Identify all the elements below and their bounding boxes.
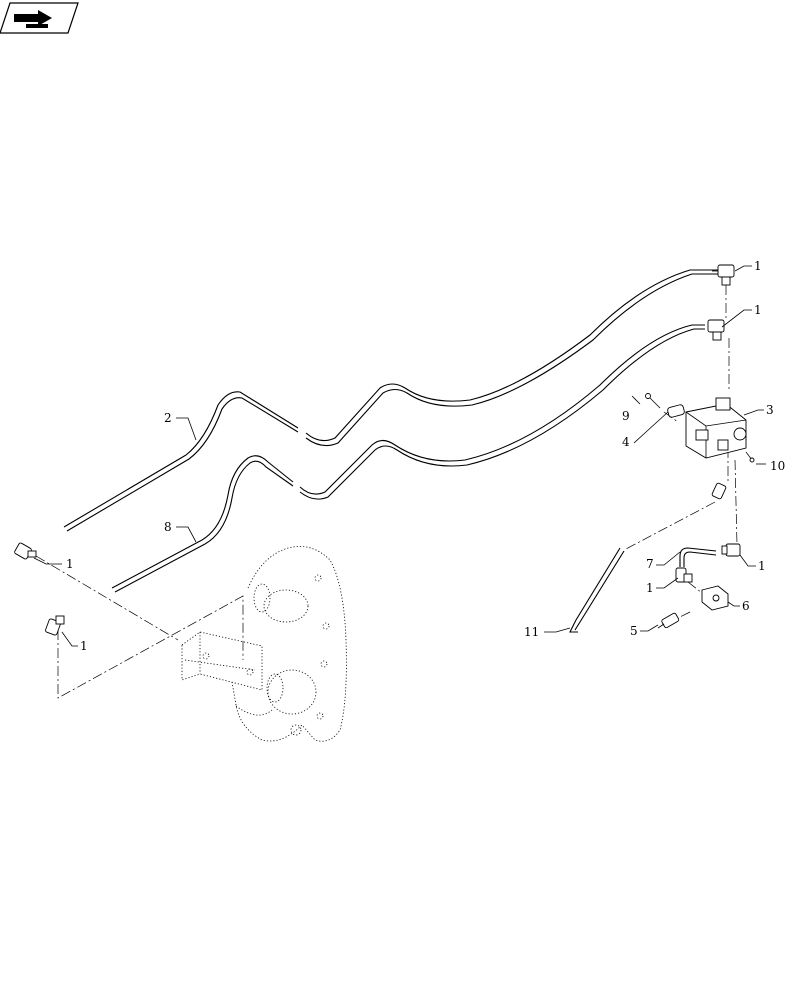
- callout-7: 7: [646, 557, 654, 571]
- elbow-fitting-left-2: [45, 615, 65, 636]
- valve-block-3: [685, 397, 747, 459]
- elbow-fitting-top-1: [712, 264, 735, 286]
- tube-11: [569, 547, 625, 633]
- elbow-fitting-top-2: [707, 319, 725, 341]
- engine-housing: [181, 546, 347, 742]
- tube-7: [679, 547, 717, 567]
- plug-10: [749, 457, 755, 463]
- callout-3: 3: [766, 403, 774, 417]
- leader-lines: [33, 265, 766, 647]
- callout-1-second: 1: [754, 303, 762, 317]
- callout-2: 2: [164, 411, 172, 425]
- next-page-arrow-icon[interactable]: [0, 2, 79, 34]
- callout-4: 4: [622, 435, 630, 449]
- callout-1-left-lower: 1: [80, 639, 88, 653]
- callout-10: 10: [770, 459, 785, 473]
- elbow-fitting-right: [721, 543, 741, 557]
- tube-8: [111, 324, 705, 593]
- elbow-fitting-left-1: [14, 542, 37, 560]
- callout-5: 5: [630, 624, 638, 638]
- callout-11: 11: [524, 625, 539, 639]
- elbow-fitting-mid: [711, 482, 727, 500]
- callout-1-left-upper: 1: [66, 557, 74, 571]
- elbow-fitting-lower: [675, 567, 693, 583]
- assembly-lines: [35, 285, 753, 699]
- tee-block-6: [701, 585, 729, 611]
- callout-8: 8: [164, 520, 172, 534]
- callout-6: 6: [742, 599, 750, 613]
- tube-2: [63, 269, 718, 532]
- adapter-4: [667, 404, 685, 418]
- callout-labels: 1 1 3 9 4 10 2 8 1 1 1 7 1 6 5 11: [66, 259, 785, 653]
- callout-1-right: 1: [758, 559, 766, 573]
- callout-1-top: 1: [754, 259, 762, 273]
- callout-1-lower: 1: [646, 581, 654, 595]
- screw-9: [645, 393, 661, 409]
- fitting-5: [657, 612, 680, 629]
- callout-9: 9: [622, 409, 630, 423]
